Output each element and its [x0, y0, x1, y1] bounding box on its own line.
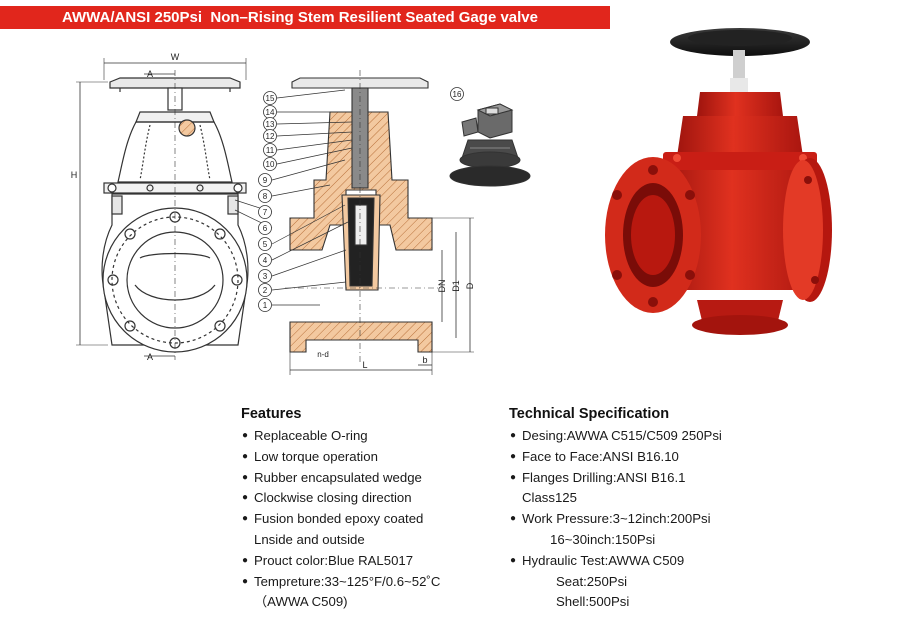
dim-label-a-bottom: A [147, 352, 153, 362]
dim-label-nd: n-d [317, 350, 329, 359]
bullet-icon: ● [242, 554, 249, 566]
svg-text:7: 7 [263, 208, 268, 217]
part-balloon: 4 [258, 253, 272, 267]
spec-heading: Technical Specification [509, 406, 670, 422]
part-balloon: 3 [258, 269, 272, 283]
feature-item: ●Rubber encapsulated wedge [242, 468, 440, 489]
part-balloon: 8 [258, 189, 272, 203]
part-balloon: 13 [263, 117, 277, 131]
bullet-icon: ● [510, 430, 517, 441]
spec-item: ●Hydraulic Test:AWWA C509 [510, 551, 722, 572]
svg-text:1: 1 [263, 301, 268, 310]
svg-text:8: 8 [263, 192, 268, 201]
bullet-icon: ● [242, 492, 249, 504]
feature-item: ●Prouct color:Blue RAL5017 [242, 551, 440, 572]
feature-item: ●Low torque operation [242, 447, 440, 468]
svg-text:14: 14 [266, 108, 275, 117]
bullet-icon: ● [510, 450, 517, 462]
dim-label-l: L [362, 360, 367, 370]
dim-label-d1: D1 [451, 280, 461, 292]
svg-text:5: 5 [263, 240, 268, 249]
bullet-icon: ● [242, 513, 249, 525]
bullet-icon: ● [510, 471, 517, 483]
bullet-icon: ● [242, 450, 249, 462]
part-balloon: 16 [450, 87, 464, 101]
feature-item: ●Tempreture:33~125°F/0.6~52˚C [242, 572, 440, 593]
spec-list: ●Desing:AWWA C515/C509 250Psi ●Face to F… [510, 426, 722, 613]
spec-item-continuation: 16~30inch:150Psi [550, 531, 656, 547]
bullet-icon: ● [242, 471, 249, 483]
part-balloon: 7 [258, 205, 272, 219]
feature-item: ●Fusion bonded epoxy coated [242, 509, 440, 530]
svg-text:12: 12 [266, 132, 275, 141]
features-heading: Features [241, 406, 302, 422]
technical-drawing: W A H A [71, 52, 531, 375]
spec-item-continuation: Seat:250Psi [556, 573, 628, 589]
dim-label-dn: DN [437, 280, 447, 293]
front-elevation-view [76, 58, 249, 360]
dim-label-d: D [465, 282, 475, 289]
svg-text:10: 10 [266, 160, 275, 169]
spec-item: ●Work Pressure:3~12inch:200Psi [510, 509, 722, 530]
svg-text:16: 16 [453, 90, 462, 99]
feature-item: ●Replaceable O-ring [242, 426, 440, 447]
part-balloon: 5 [258, 237, 272, 251]
dim-label-b: b [422, 355, 427, 365]
part-balloon: 9 [258, 173, 272, 187]
bullet-icon: ● [510, 554, 517, 566]
dim-label-w: W [171, 52, 180, 62]
dim-label-a-top: A [147, 69, 153, 79]
feature-item: ●Clockwise closing direction [242, 488, 440, 509]
bullet-icon: ● [242, 430, 249, 441]
svg-text:2: 2 [263, 286, 268, 295]
svg-text:4: 4 [263, 256, 268, 265]
spec-item: ●Desing:AWWA C515/C509 250Psi [510, 426, 722, 447]
section-view [234, 70, 474, 375]
part-balloons: 15 14 13 12 11 10 9 8 7 6 5 4 3 2 1 16 [258, 87, 464, 312]
spec-item: ●Face to Face:ANSI B16.10 [510, 447, 722, 468]
svg-text:9: 9 [263, 176, 268, 185]
part-balloon: 2 [258, 283, 272, 297]
part-balloon: 14 [263, 105, 277, 119]
svg-text:3: 3 [263, 272, 268, 281]
part-balloon: 6 [258, 221, 272, 235]
bullet-icon: ● [242, 575, 249, 587]
spec-item-continuation: Shell:500Psi [556, 594, 630, 610]
part-balloon: 10 [263, 157, 277, 171]
title-bar: AWWA/ANSI 250Psi Non–Rising Stem Resilie… [0, 6, 610, 29]
features-list: ●Replaceable O-ring ●Low torque operatio… [242, 426, 440, 613]
feature-item-continuation: （AWWA C509) [254, 594, 348, 610]
spec-item-continuation: Class125 [522, 490, 577, 506]
bullet-icon: ● [510, 513, 517, 525]
dim-label-h: H [71, 170, 78, 180]
svg-text:13: 13 [266, 120, 275, 129]
part-balloon: 12 [263, 129, 277, 143]
spec-item: ●Flanges Drilling:ANSI B16.1 [510, 468, 722, 489]
part-balloon: 1 [258, 298, 272, 312]
feature-item-continuation: Lnside and outside [254, 531, 365, 547]
svg-text:6: 6 [263, 224, 268, 233]
valve-product-photo [605, 28, 832, 335]
part-balloon: 15 [263, 91, 277, 105]
svg-text:15: 15 [266, 94, 275, 103]
svg-text:11: 11 [266, 146, 275, 155]
part-balloon: 11 [263, 143, 277, 157]
gage-nut-detail [449, 103, 531, 187]
